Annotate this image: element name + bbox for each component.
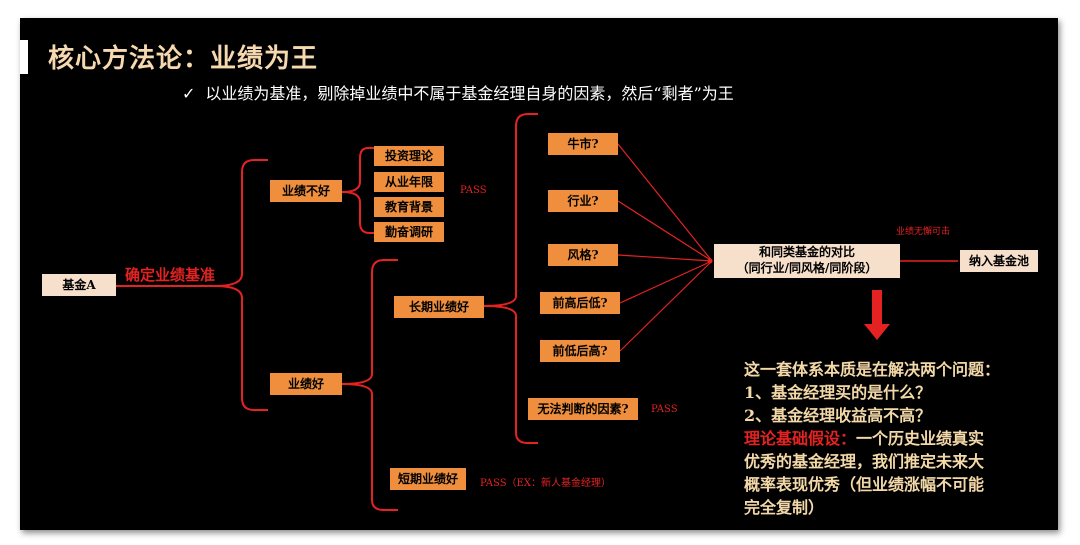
- node-performance-good: 业绩好: [270, 373, 342, 395]
- line-style: [617, 254, 713, 262]
- merge-dot: [707, 258, 713, 264]
- note-line-5: 优秀的基金经理，我们推定未来大: [744, 452, 985, 471]
- node-education: 教育背景: [374, 197, 444, 217]
- node-fund-pool: 纳入基金池: [960, 250, 1038, 272]
- node-experience-years: 从业年限: [374, 172, 444, 192]
- line-low-high: [619, 260, 713, 352]
- node-bull-market: 牛市?: [548, 133, 618, 155]
- node-high-then-low: 前高后低?: [540, 292, 620, 314]
- node-investment-theory: 投资理论: [374, 146, 444, 166]
- note-line-1: 这一套体系本质是在解决两个问题：: [744, 360, 1001, 379]
- note-line-4-rest: 一个历史业绩真实: [856, 429, 985, 448]
- explanation-note: 这一套体系本质是在解决两个问题： 1、基金经理买的是什么？ 2、基金经理收益高不…: [744, 358, 1044, 519]
- note-line-6: 概率表现优秀（但业绩涨幅不可能: [744, 475, 985, 494]
- node-long-term-good: 长期业绩好: [394, 296, 484, 318]
- brace-long: [483, 113, 538, 444]
- title-accent-bar: [20, 40, 28, 74]
- slide: 核心方法论：业绩为王 ✓ 以业绩为基准，剔除掉业绩中不属于基金经理自身的因素，然后…: [20, 18, 1058, 530]
- subtitle-text: 以业绩为基准，剔除掉业绩中不属于基金经理自身的因素，然后“剩者”为王: [205, 84, 734, 103]
- line-bull: [617, 143, 713, 262]
- connector-lines: [116, 113, 958, 511]
- note-line-4: 理论基础假设：一个历史业绩真实: [744, 427, 1044, 450]
- check-icon: ✓: [182, 84, 196, 103]
- note-line-2: 1、基金经理买的是什么？: [744, 383, 932, 402]
- label-pass-unknown: PASS: [651, 404, 678, 415]
- peer-comparison-line2: （同行业/同风格/同阶段）: [736, 261, 878, 275]
- brace-bad: [341, 147, 378, 234]
- brace-good: [341, 259, 398, 511]
- node-undeterminable-factors: 无法判断的因素?: [528, 398, 638, 420]
- label-determine-benchmark: 确定业绩基准: [125, 266, 216, 284]
- note-line-7: 完全复制）: [744, 498, 825, 517]
- slide-title: 核心方法论：业绩为王: [48, 44, 319, 74]
- label-pass-short: PASS（EX：新人基金经理）: [480, 478, 611, 489]
- node-industry: 行业?: [548, 190, 618, 212]
- node-fund-a: 基金A: [42, 274, 116, 296]
- peer-comparison-line1: 和同类基金的对比: [758, 245, 855, 259]
- node-low-then-high: 前低后高?: [540, 340, 620, 362]
- label-pass-bad: PASS: [460, 185, 487, 196]
- node-diligent-research: 勤奋调研: [374, 222, 444, 242]
- down-arrow-icon: [864, 290, 890, 340]
- node-style: 风格?: [548, 244, 618, 266]
- node-performance-bad: 业绩不好: [270, 180, 342, 202]
- note-line-3: 2、基金经理收益高不高？: [744, 406, 932, 425]
- brace-main: [214, 159, 268, 411]
- label-flawless: 业绩无懈可击: [896, 227, 951, 237]
- line-high-low: [619, 260, 713, 304]
- slide-subtitle: ✓ 以业绩为基准，剔除掉业绩中不属于基金经理自身的因素，然后“剩者”为王: [182, 80, 734, 104]
- line-industry: [617, 200, 713, 262]
- node-peer-comparison: 和同类基金的对比 （同行业/同风格/同阶段）: [714, 244, 900, 278]
- node-short-term-good: 短期业绩好: [390, 468, 466, 490]
- note-highlight: 理论基础假设：: [744, 429, 857, 448]
